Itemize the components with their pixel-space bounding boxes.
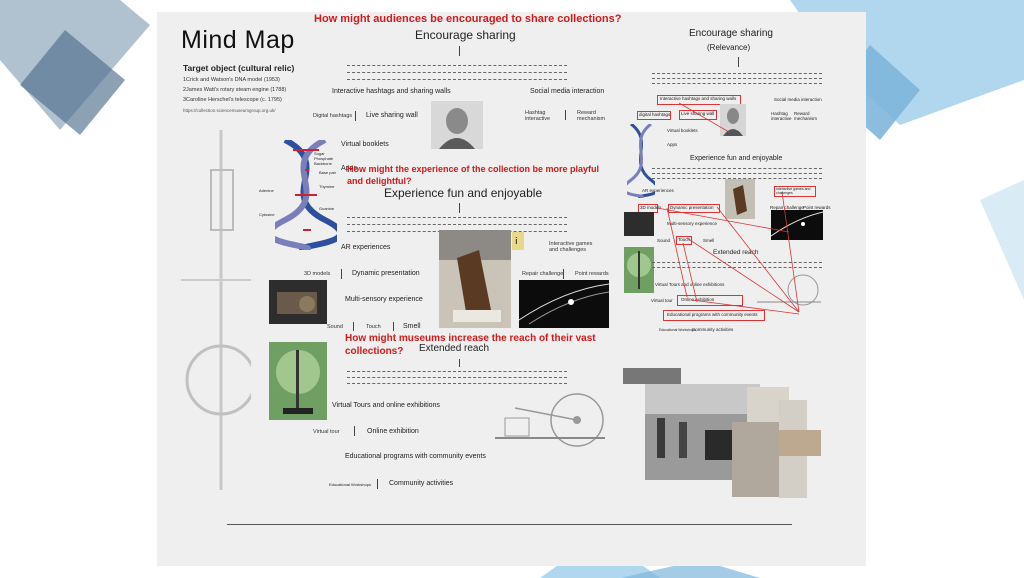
connector-lines (656, 102, 800, 315)
right-exhibit-photo (725, 179, 755, 219)
q2-sub: Dynamic presentation (352, 270, 420, 277)
right-label: digital hashtags (639, 112, 671, 117)
right-label: 3D models (640, 205, 662, 210)
collage-strip (623, 368, 681, 384)
right-heading: Encourage sharing (689, 28, 773, 39)
right-dna (627, 124, 655, 198)
q1-sub: Digital hashtags (313, 113, 353, 119)
q3-branch-b: Educational programs with community even… (345, 453, 486, 460)
q3-sub: Online exhibition (367, 428, 419, 435)
q1-sub: Hashtag interactive (525, 110, 551, 122)
info-sign: i (512, 232, 524, 250)
q2-branch-a: AR experiences (341, 244, 391, 251)
target-heading: Target object (cultural relic) (183, 63, 295, 73)
light-trail-photo (519, 280, 609, 328)
collage-vintage-photo (732, 422, 782, 497)
portrait-image (431, 101, 483, 149)
q2-branch-b: Interactive games and challenges (549, 241, 593, 253)
right-label: AR experiences (642, 188, 674, 193)
q2-sub: Repair challenge (522, 271, 564, 277)
q3-branch-a: Virtual Tours and online exhibitions (332, 402, 440, 409)
question-3: collections? (345, 346, 404, 357)
dna-label: Thymine (319, 184, 335, 189)
q1-extra: Apps (341, 165, 357, 172)
collage-drawing (779, 430, 821, 456)
dna-label: Adenine (259, 188, 274, 193)
right-label: Social media interaction (774, 97, 822, 102)
q3-heading: Extended reach (419, 343, 490, 354)
right-label: Point rewards (803, 205, 831, 210)
right-label: Online exhibition (681, 297, 715, 302)
right-label: Extended reach (713, 249, 759, 256)
right-engine-sketch (757, 274, 821, 306)
q1-sub: Reward mechanism (577, 110, 606, 122)
q3-sub: Community activities (389, 480, 454, 487)
question-2: and delightful? (347, 176, 412, 186)
right-portrait (720, 104, 746, 136)
q2-sub: Point rewards (575, 271, 609, 277)
page-title: Mind Map (181, 26, 295, 54)
right-box: Interactive hashtags and sharing walls (660, 96, 737, 101)
target-item: 1Crick and Watson's DNA model (1953) (183, 77, 280, 83)
q1-heading: Encourage sharing (415, 28, 516, 42)
right-label: Virtual Tours and online exhibitions (655, 282, 725, 287)
right-label: Repair challenge (770, 205, 804, 210)
q3-sub: Educational Workshops (329, 482, 371, 487)
right-label: Virtual booklets (667, 128, 698, 133)
q1-branch-a: Interactive hashtags and sharing walls (332, 88, 451, 95)
dna-label: Cytosine (259, 212, 275, 217)
right-label: Educational Workshops (659, 328, 696, 332)
dna-label: Base pair (319, 170, 336, 175)
dna-model-photo (269, 342, 327, 420)
right-label: Experience fun and enjoyable (690, 155, 783, 162)
right-light-photo (771, 210, 823, 240)
right-label: Sound (657, 238, 671, 243)
question-1: How might audiences be encouraged to sha… (314, 13, 622, 25)
q1-branch-b: Social media interaction (530, 88, 605, 95)
right-label: Community activities (692, 327, 734, 332)
dna-label: Guanine (319, 206, 335, 211)
right-label: Educational programs with community even… (667, 312, 758, 317)
dna-label: Sugar Phosphate Backbone (314, 151, 334, 166)
museum-exhibit-photo (439, 230, 511, 328)
q2-sense: Sound (327, 324, 343, 330)
svg-text:i: i (515, 237, 518, 247)
steam-engine-photo (269, 280, 327, 324)
q2-multi: Multi-sensory experience (345, 296, 423, 303)
q2-sub: 3D models (304, 271, 331, 277)
source-url: https://collection.sciencemuseumgroup.or… (183, 108, 276, 113)
right-label: Interactive games and challenges (776, 187, 811, 195)
right-subheading: (Relevance) (707, 43, 751, 52)
right-label: Smell (703, 238, 715, 243)
q2-heading: Experience fun and enjoyable (384, 186, 543, 200)
dna-helix-image (275, 140, 337, 250)
question-3: How might museums increase the reach of … (345, 333, 596, 344)
steam-engine-sketch (495, 393, 605, 447)
right-dna-photo (624, 247, 654, 293)
q1-extra: Virtual booklets (341, 141, 389, 148)
engine-line-drawing (181, 130, 251, 490)
q2-sense: Smell (403, 323, 421, 330)
mind-map-slide: Mind Map Target object (cultural relic) … (157, 12, 866, 566)
right-label: Multi-sensory experience (667, 221, 718, 226)
target-item: 2James Watt's rotary steam engine (1788) (183, 87, 287, 93)
right-label: Apps (667, 142, 678, 147)
right-label: Virtual tour (651, 298, 673, 303)
right-engine-photo (624, 212, 654, 236)
right-label: Reward mechanism (794, 111, 818, 121)
q3-sub: Virtual tour (313, 429, 340, 435)
question-2: How might the experience of the collecti… (347, 164, 600, 174)
right-label: Hashtag interactive (771, 111, 792, 121)
target-item: 3Caroline Herschel's telescope (c. 1795) (183, 97, 282, 103)
right-label: Dynamic presentation (670, 205, 714, 210)
right-label: Touch (678, 237, 691, 242)
q2-sense: Touch (366, 324, 381, 330)
q1-sub: Live sharing wall (366, 112, 418, 119)
